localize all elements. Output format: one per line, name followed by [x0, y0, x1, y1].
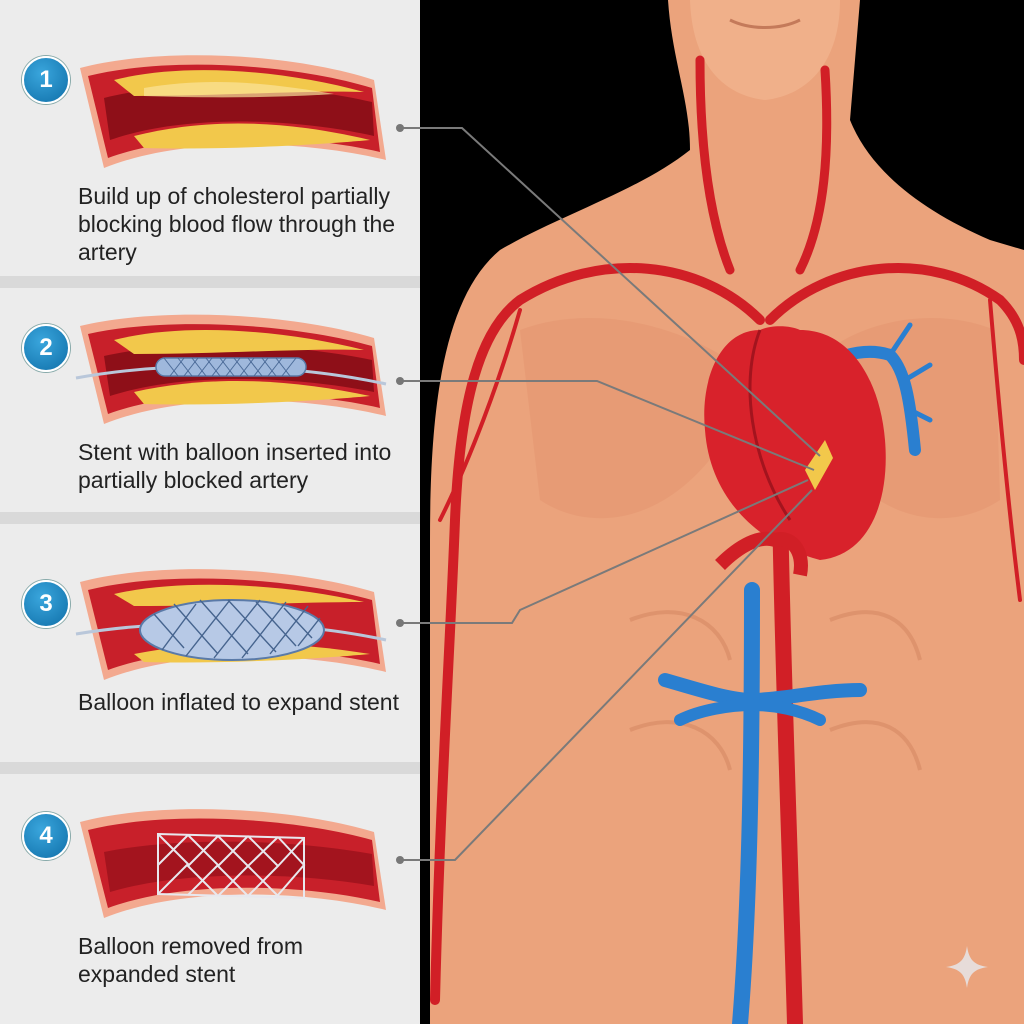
step-number-badge: 3 [22, 580, 70, 628]
steps-column: 1 Build up of cholesterol partially bloc… [0, 0, 420, 1024]
step-number-badge: 2 [22, 324, 70, 372]
step-number-badge: 1 [22, 56, 70, 104]
step-caption: Balloon inflated to expand stent [78, 689, 399, 715]
artery-plaque-illustration [80, 55, 386, 168]
step-caption: Build up of cholesterol partially blocki… [78, 183, 396, 265]
sparkle-watermark-icon [946, 946, 988, 988]
artery-inflated-balloon-illustration [75, 569, 387, 680]
step-panel-3: 3 Balloon inflated to expand stent [0, 524, 420, 762]
step-panel-2: 2 Stent with balloon inserted into parti… [0, 288, 420, 512]
artery-stent-balloon-illustration [75, 314, 387, 424]
torso-anatomy-illustration [420, 0, 1024, 1024]
step-number-badge: 4 [22, 812, 70, 860]
artery-expanded-stent-illustration [80, 809, 386, 918]
step-panel-1: 1 Build up of cholesterol partially bloc… [0, 0, 420, 276]
step-caption: Balloon removed from expanded stent [78, 933, 303, 987]
step-caption: Stent with balloon inserted into partial… [78, 439, 392, 493]
step-panel-4: 4 Balloon removed from expanded stent [0, 774, 420, 1024]
